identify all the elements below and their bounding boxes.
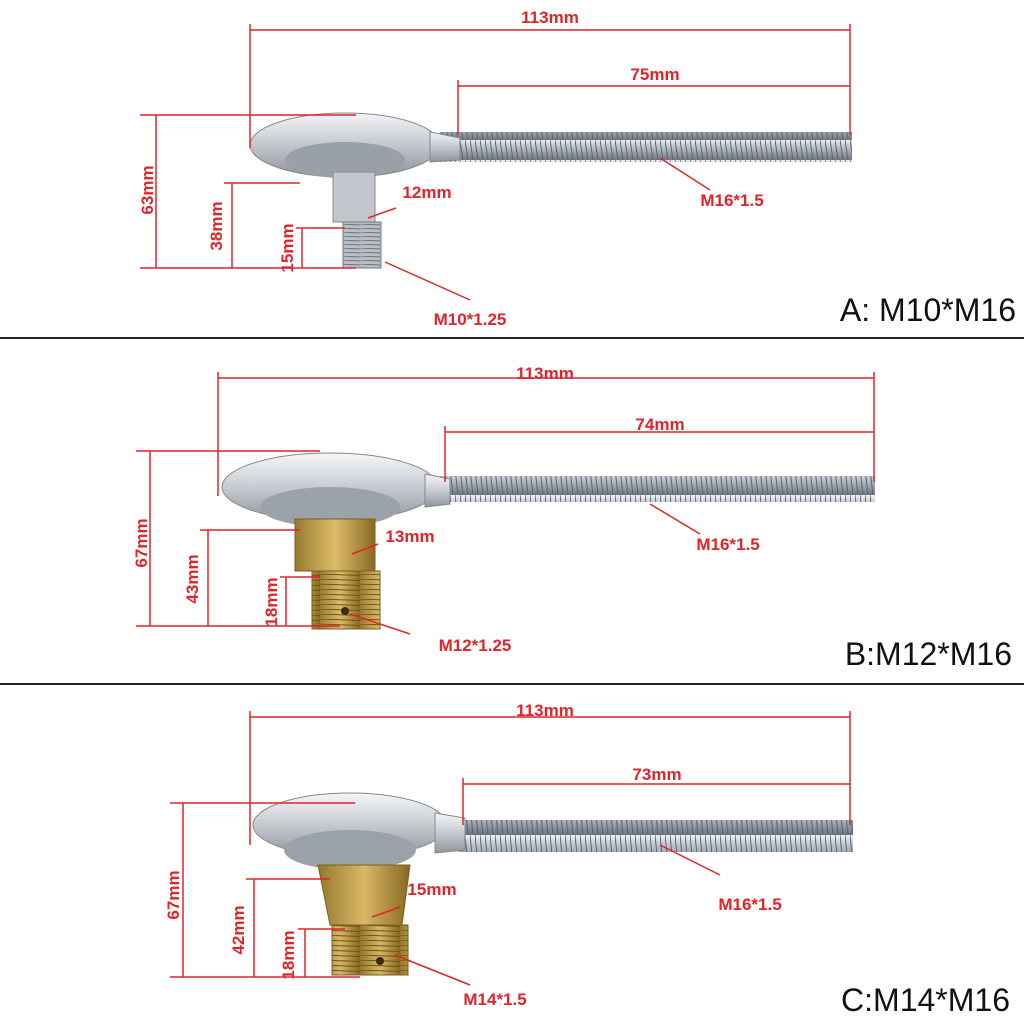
stud-thread-length-label-b: 18mm — [262, 577, 281, 626]
panel-b: 113mm 74mm M16*1.5 67mm 43mm 18mm 13mm M… — [0, 339, 1024, 682]
stud-c — [317, 864, 411, 926]
panel-title-c: C:M14*M16 — [841, 982, 1010, 1018]
total-length-label-c: 113mm — [516, 701, 574, 720]
stud-length-label-a: 38mm — [207, 201, 226, 250]
stud-thread-length-label-a: 15mm — [278, 223, 297, 272]
stud-thread-length-label-c: 18mm — [279, 930, 298, 979]
stud-thread-spec-label-c: M14*1.5 — [463, 990, 526, 1009]
divider-2 — [0, 683, 1024, 685]
tie-rod-end-c — [252, 792, 853, 976]
thread-spec-label-c: M16*1.5 — [718, 895, 781, 914]
thread-length-label-a: 75mm — [630, 65, 679, 84]
total-length-label-a: 113mm — [521, 8, 579, 27]
stud-length-label-c: 42mm — [229, 905, 248, 954]
stud-diameter-label-b: 13mm — [385, 527, 434, 546]
dimension-lines-b — [136, 372, 875, 635]
ball-socket-c — [284, 830, 416, 870]
stud-a — [332, 171, 376, 223]
stud-thread-a — [342, 221, 382, 269]
tie-rod-end-a — [249, 112, 852, 269]
threaded-shank-b — [440, 476, 875, 502]
stud-diameter-label-a: 12mm — [402, 183, 451, 202]
dimension-lines-c — [170, 711, 851, 986]
panel-title-b: B:M12*M16 — [844, 636, 1012, 672]
panel-title-a: A: M10*M16 — [839, 292, 1016, 328]
diagram-b: 113mm 74mm M16*1.5 67mm 43mm 18mm 13mm M… — [132, 364, 875, 655]
stud-thread-c — [331, 924, 409, 976]
height-label-b: 67mm — [132, 518, 151, 567]
ball-socket-a — [285, 142, 405, 178]
diagram-c: 113mm 73mm M16*1.5 67mm 42mm 18mm 15mm M… — [164, 701, 853, 1009]
threaded-shank-c — [458, 820, 853, 852]
thread-length-label-b: 74mm — [635, 415, 684, 434]
thread-spec-label-b: M16*1.5 — [696, 535, 759, 554]
height-label-a: 63mm — [138, 165, 157, 214]
stud-thread-b — [311, 570, 381, 630]
total-length-label-b: 113mm — [516, 364, 574, 383]
height-label-c: 67mm — [164, 870, 183, 919]
thread-length-label-c: 73mm — [632, 765, 681, 784]
ball-socket-b — [260, 487, 400, 527]
dimension-lines-a — [140, 24, 851, 301]
tie-rod-end-b — [221, 452, 875, 630]
stud-thread-spec-label-a: M10*1.25 — [434, 310, 507, 329]
threaded-shank-a — [440, 132, 852, 162]
thread-spec-label-a: M16*1.5 — [700, 191, 763, 210]
stud-length-label-b: 43mm — [183, 554, 202, 603]
panel-c: 113mm 73mm M16*1.5 67mm 42mm 18mm 15mm M… — [0, 685, 1024, 1024]
stud-diameter-label-c: 15mm — [407, 880, 456, 899]
stud-thread-spec-label-b: M12*1.25 — [439, 636, 512, 655]
stud-b — [294, 518, 376, 572]
divider-1 — [0, 337, 1024, 339]
panel-a: 113mm 75mm M16*1.5 63mm 38mm 15mm 12mm M… — [0, 0, 1024, 336]
diagram-a: 113mm 75mm M16*1.5 63mm 38mm 15mm 12mm M… — [138, 8, 852, 329]
